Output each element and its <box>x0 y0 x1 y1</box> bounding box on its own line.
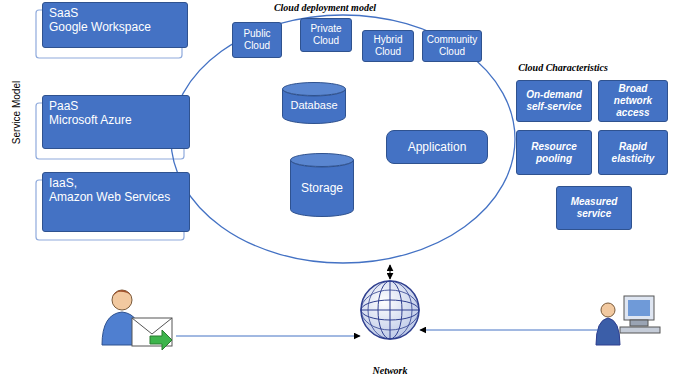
node-text: PaaS <box>49 99 78 113</box>
deployment-box: Hybrid Cloud <box>362 30 414 62</box>
double-arrow <box>390 265 391 279</box>
node-text: Public Cloud <box>236 28 278 52</box>
application-box: Application <box>386 130 488 164</box>
node-text: Amazon Web Services <box>49 190 170 204</box>
node-text: Microsoft Azure <box>49 113 132 127</box>
node-text: Resource pooling <box>520 141 588 165</box>
node-text: Application <box>408 140 467 154</box>
node-text: Private Cloud <box>304 23 348 47</box>
node-text: Rapid elasticity <box>602 141 664 165</box>
cloud-ellipse <box>171 15 515 263</box>
node-text: SaaS <box>49 6 78 20</box>
axis-label: Service Model <box>12 80 23 143</box>
node-text: Database <box>290 99 337 112</box>
network-globe <box>361 281 419 339</box>
arrow-line <box>420 330 598 331</box>
node-text: Google Workspace <box>49 20 151 34</box>
characteristic-box: Rapid elasticity <box>598 130 668 175</box>
node-text: Broad network access <box>602 83 664 119</box>
node-text: Community Cloud <box>426 34 478 58</box>
characteristic-box: Measured service <box>556 186 632 230</box>
characteristic-box: Broad network access <box>598 80 668 122</box>
node-text: IaaS, <box>49 176 77 190</box>
user-mail-icon <box>102 290 172 350</box>
deployment-box: Public Cloud <box>232 22 282 58</box>
arrow-line <box>176 336 360 337</box>
node-text: On-demand self-service <box>520 89 588 113</box>
group-heading: Cloud Characteristics <box>518 62 608 73</box>
deployment-box: Private Cloud <box>300 18 352 52</box>
service-box: PaaSMicrosoft Azure <box>42 95 190 149</box>
group-heading: Cloud deployment model <box>274 2 376 13</box>
characteristic-box: On-demand self-service <box>516 80 592 122</box>
node-text: Hybrid Cloud <box>366 34 410 58</box>
database-cylinder: Database <box>282 82 346 124</box>
node-text: Measured service <box>560 196 628 220</box>
storage-cylinder: Storage <box>290 153 354 217</box>
node-text: Storage <box>301 181 343 195</box>
deployment-box: Community Cloud <box>422 30 482 62</box>
service-box: SaaSGoogle Workspace <box>42 2 188 48</box>
characteristic-box: Resource pooling <box>516 130 592 175</box>
service-box: IaaS,Amazon Web Services <box>42 172 190 232</box>
network-label: Network <box>373 365 408 376</box>
computer-user-icon <box>596 296 660 345</box>
